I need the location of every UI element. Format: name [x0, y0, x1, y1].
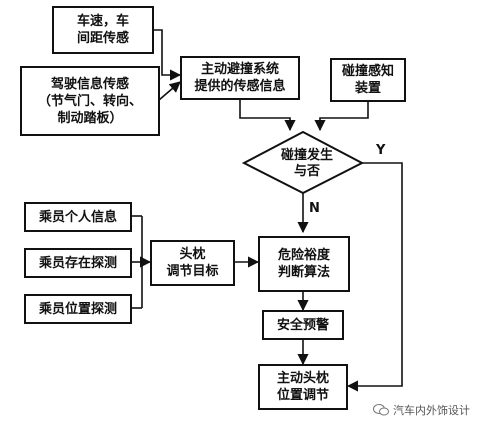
node-risk-margin-algorithm: 危险裕度 判断算法	[258, 236, 350, 292]
node-headrest-target: 头枕 调节目标	[150, 240, 235, 286]
node-driver-info-sensors: 驾驶信息传感 （节气门、转向、 制动踏板）	[20, 66, 160, 136]
node-active-avoidance-info: 主动避撞系统 提供的传感信息	[180, 56, 300, 100]
edge-driver-to-avoidance	[158, 81, 181, 101]
node-active-headrest-adjustment: 主动头枕 位置调节	[258, 364, 348, 410]
decision-diamond	[241, 130, 365, 195]
node-passenger-position-detection: 乘员位置探测	[24, 294, 132, 324]
node-safety-warning: 安全预警	[262, 310, 344, 340]
wechat-icon	[373, 404, 389, 416]
decision-text: 碰撞发生 与否	[280, 148, 333, 179]
edge-avoidance-to-decision	[239, 100, 296, 132]
watermark-text: 汽车内外饰设计	[393, 404, 470, 417]
node-speed-distance-sensor: 车速，车 间距传感	[52, 6, 154, 54]
node-passenger-personal-info: 乘员个人信息	[24, 202, 132, 232]
node-passenger-presence-detection: 乘员存在探测	[24, 248, 132, 278]
node-collision-sensor: 碰撞感知 装置	[330, 58, 406, 102]
edge-decision-yes	[346, 162, 403, 392]
watermark: 汽车内外饰设计	[373, 402, 470, 418]
edge-label-no: N	[309, 201, 320, 216]
edge-speed-to-avoidance	[154, 29, 182, 81]
edge-sensor-to-decision	[314, 102, 369, 132]
edge-label-yes: Y	[376, 143, 386, 158]
